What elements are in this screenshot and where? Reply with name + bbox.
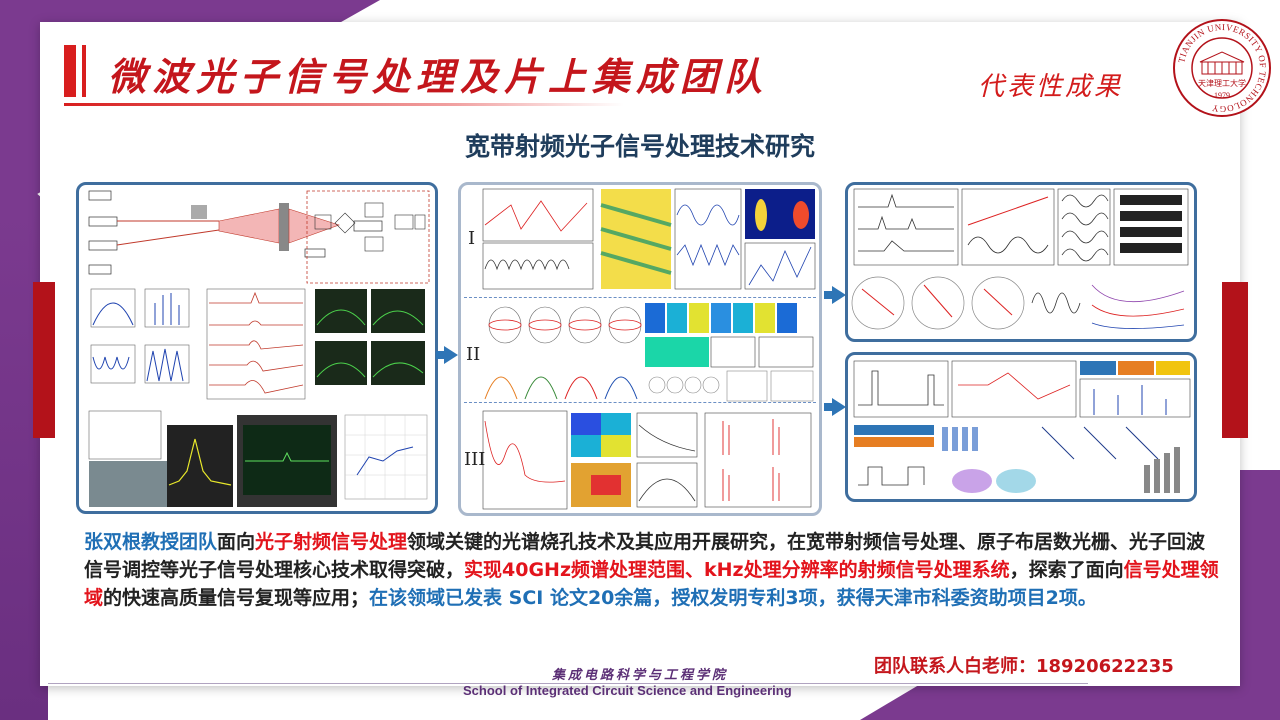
body-segment: ，探索了面向 [1009,559,1124,581]
techniques-figure [482,188,816,510]
signal-recovery-figure [853,360,1191,493]
highlight-domain: 信号处理领域 [84,559,1219,609]
title-accent-bar [64,45,76,97]
arrow-stem [436,351,446,359]
page-title: 微波光子信号处理及片上集成团队 [108,54,769,99]
school-name-cn: 集成电路科学与工程学院 [552,668,729,683]
body-segment: 面向 [217,531,256,553]
panel-signal-recovery [845,352,1197,502]
row-label-2: II [466,344,481,365]
school-name-en: School of Integrated Circuit Science and… [463,683,792,698]
team-name: 张双根教授团队 [84,531,218,553]
row-divider [464,402,816,403]
university-seal-logo: TIANJIN UNIVERSITY OF TECHNOLOGY 天津理工大学 … [1173,19,1271,117]
right-red-block [1222,282,1248,438]
representative-results-label: 代表性成果 [978,72,1124,102]
highlight-field: 光子射频信号处理 [255,531,408,553]
highlight-achievement: 实现40GHz频谱处理范围、kHz处理分辨率的射频信号处理系统 [464,559,1010,581]
right-purple-band [1232,470,1280,720]
section-title: 宽带射频光子信号处理技术研究 [464,132,815,161]
title-underline [64,103,624,106]
row-label-1: I [468,228,476,249]
body-segment: 领域关键的光谱烧孔技术及其应用开展研究，在宽带射频信号处理、原子布居数光栅、光子… [84,531,1206,581]
body-segment: 的快速高质量信号复现等应用； [103,587,370,609]
seal-name: 天津理工大学 [1198,78,1246,88]
panel-experimental-setup [76,182,438,514]
arrow-stem [824,291,834,299]
photon-echo-figure [851,188,1189,330]
contact-info: 团队联系人白老师：18920622235 [874,656,1174,677]
arrow-right-icon [832,286,846,304]
description-paragraph: 张双根教授团队面向光子射频信号处理领域关键的光谱烧孔技术及其应用开展研究，在宽带… [84,528,1224,612]
panel-core-techniques [458,182,822,516]
title-accent-bar-thin [82,45,86,97]
arrow-right-icon [832,398,846,416]
panel-photon-echo [845,182,1197,342]
seal-year: 1979 [1214,91,1230,100]
setup-figure [88,190,430,507]
arrow-right-icon [444,346,458,364]
row-divider [464,297,816,298]
highlight-publications: 在该领域已发表 SCI 论文20余篇，授权发明专利3项，获得天津市科委资助项目2… [369,587,1097,609]
left-red-block [33,282,55,438]
arrow-stem [824,403,834,411]
row-label-3: III [464,449,486,470]
footer-divider [48,683,1088,684]
